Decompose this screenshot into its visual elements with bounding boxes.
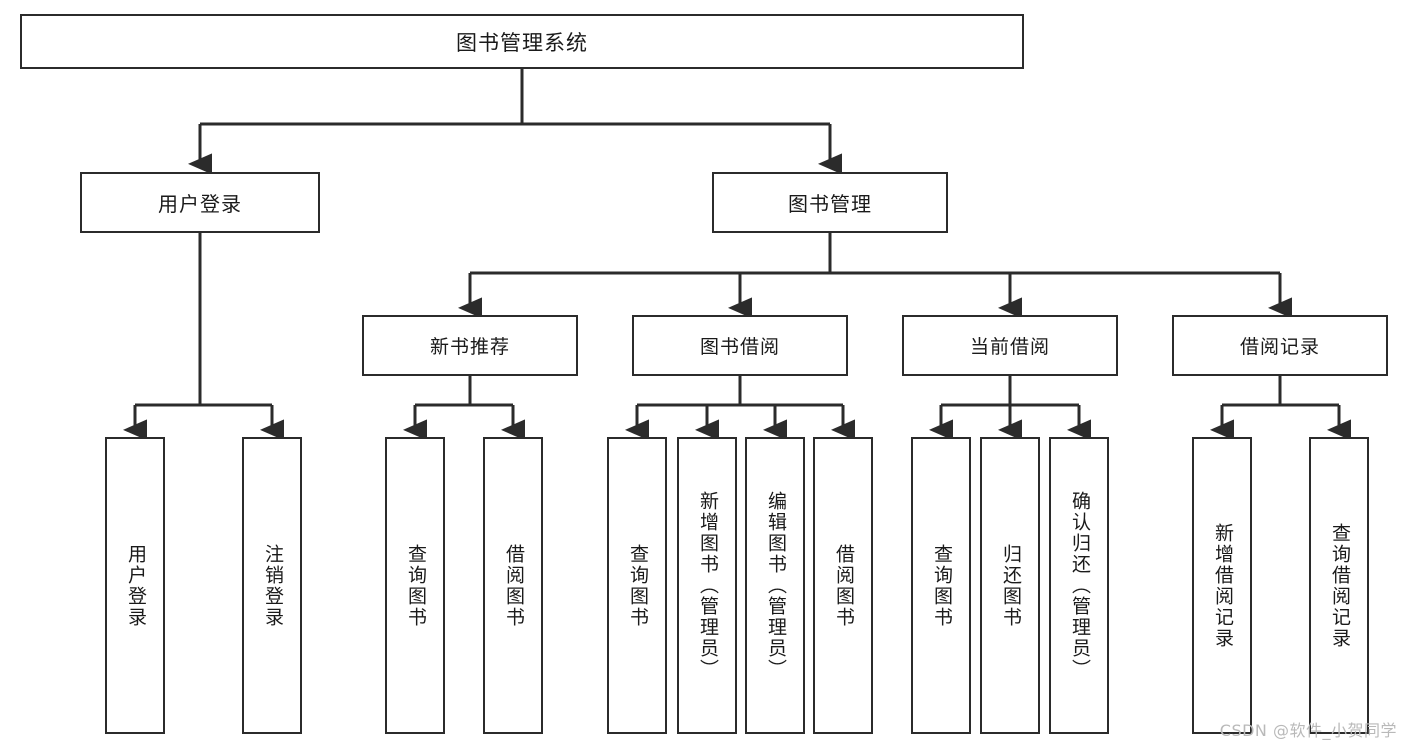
connector-borrowrecords-to-leaves [1210, 376, 1351, 441]
watermark: CSDN @软件_小贺同学 [1219, 721, 1397, 740]
node-leaf-logout[interactable]: 注销登录 [242, 437, 302, 734]
connector-bookborrow-to-leaves [625, 376, 855, 441]
node-label: 编辑图书（管理员） [764, 491, 787, 680]
node-user-login[interactable]: 用户登录 [80, 172, 320, 233]
node-book-borrow[interactable]: 图书借阅 [632, 315, 848, 376]
node-label: 用户登录 [124, 543, 147, 628]
node-leaf-query-borrow-record[interactable]: 查询借阅记录 [1309, 437, 1369, 734]
node-leaf-query-book-current[interactable]: 查询图书 [911, 437, 971, 734]
connector-userlogin-to-leaves [123, 233, 284, 441]
node-label: 确认归还（管理员） [1068, 491, 1091, 680]
node-label: 新增借阅记录 [1211, 522, 1234, 649]
connector-bookmgmt-to-level2 [458, 233, 1292, 319]
node-leaf-borrow-book-recommend[interactable]: 借阅图书 [483, 437, 543, 734]
node-label: 新增图书（管理员） [696, 491, 719, 680]
node-label: 查询图书 [626, 543, 649, 628]
node-leaf-add-book-admin[interactable]: 新增图书（管理员） [677, 437, 737, 734]
node-label: 归还图书 [999, 543, 1022, 628]
node-leaf-add-borrow-record[interactable]: 新增借阅记录 [1192, 437, 1252, 734]
node-current-borrow[interactable]: 当前借阅 [902, 315, 1118, 376]
node-label: 当前借阅 [969, 336, 1050, 358]
node-label: 查询图书 [930, 543, 953, 628]
node-label: 图书管理 [788, 192, 872, 216]
node-leaf-query-book-borrow[interactable]: 查询图书 [607, 437, 667, 734]
node-leaf-return-book[interactable]: 归还图书 [980, 437, 1040, 734]
node-label: 新书推荐 [429, 336, 510, 358]
node-leaf-borrow-book[interactable]: 借阅图书 [813, 437, 873, 734]
node-label: 查询图书 [404, 543, 427, 628]
node-label: 图书借阅 [699, 336, 780, 358]
node-label: 借阅图书 [502, 543, 525, 628]
node-label: 注销登录 [261, 543, 284, 628]
node-new-book-recommend[interactable]: 新书推荐 [362, 315, 578, 376]
connector-currentborrow-to-leaves [929, 376, 1091, 441]
node-leaf-confirm-return-admin[interactable]: 确认归还（管理员） [1049, 437, 1109, 734]
node-borrow-records[interactable]: 借阅记录 [1172, 315, 1388, 376]
node-leaf-edit-book-admin[interactable]: 编辑图书（管理员） [745, 437, 805, 734]
node-root-library-system[interactable]: 图书管理系统 [20, 14, 1024, 69]
node-leaf-user-login[interactable]: 用户登录 [105, 437, 165, 734]
connector-newbook-to-leaves [403, 376, 525, 441]
node-book-management[interactable]: 图书管理 [712, 172, 948, 233]
node-label: 图书管理系统 [456, 30, 588, 55]
node-label: 查询借阅记录 [1328, 522, 1351, 649]
node-label: 借阅图书 [832, 543, 855, 628]
node-label: 借阅记录 [1239, 336, 1320, 358]
connector-root-to-level1 [188, 69, 842, 175]
node-leaf-query-book-recommend[interactable]: 查询图书 [385, 437, 445, 734]
node-label: 用户登录 [158, 192, 242, 216]
